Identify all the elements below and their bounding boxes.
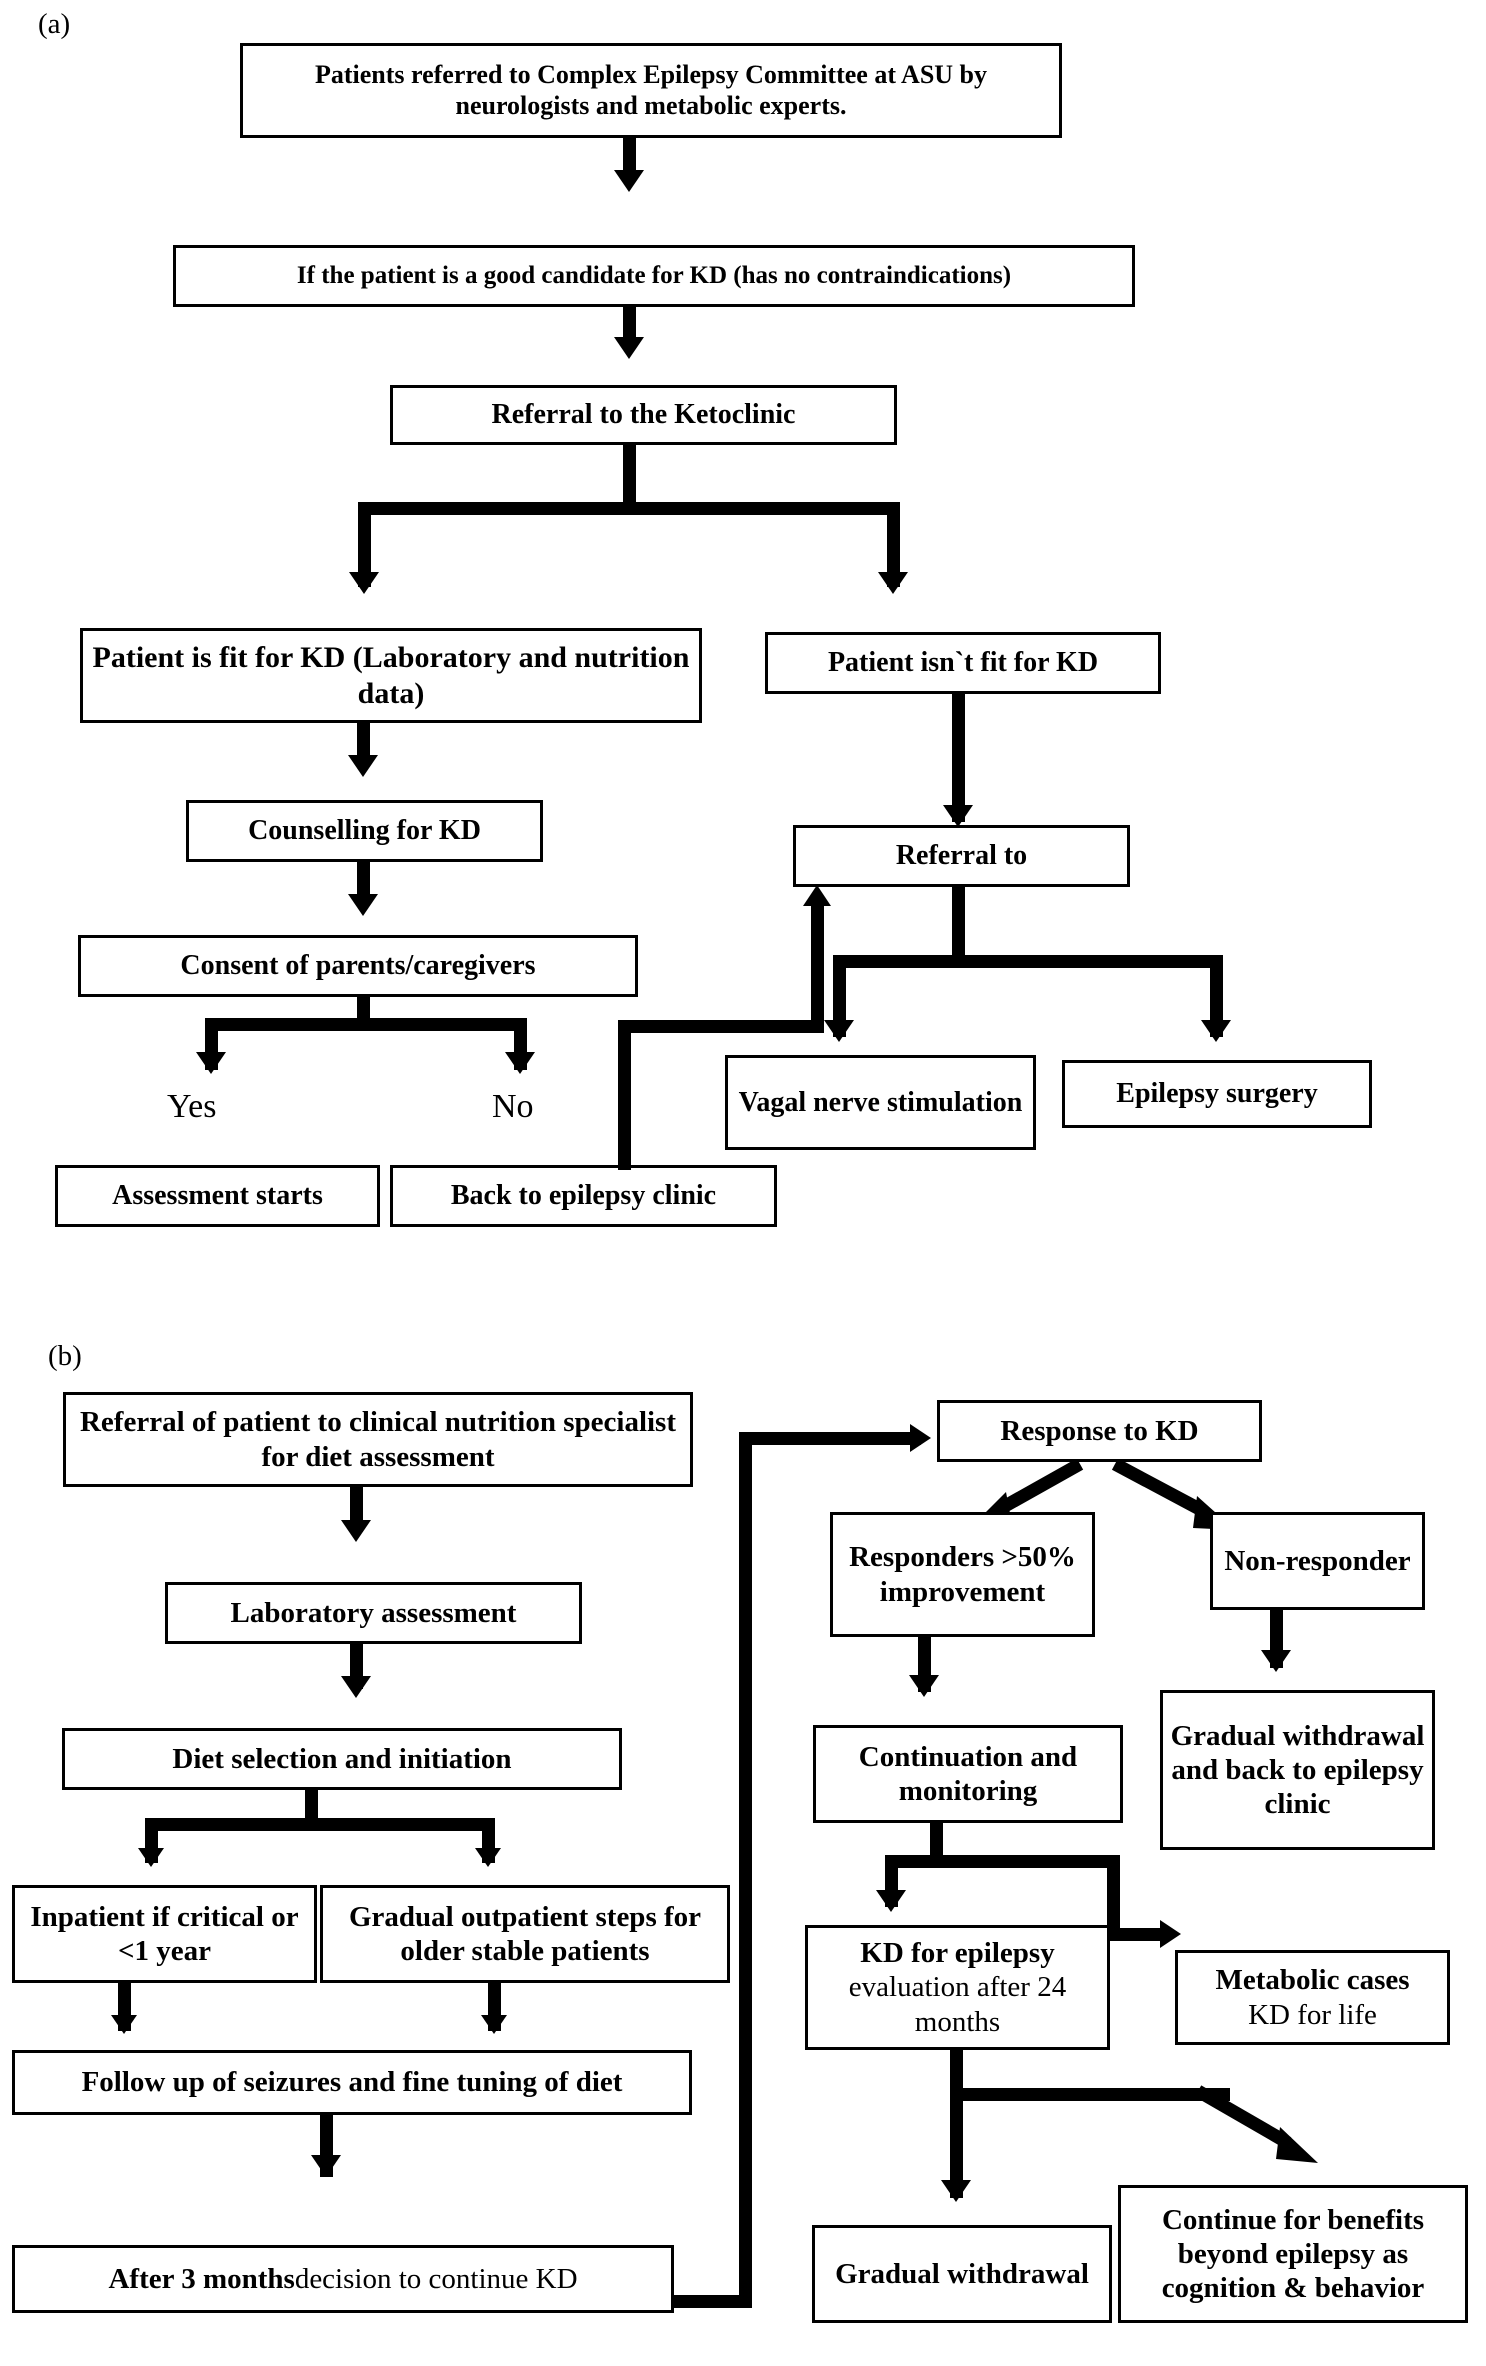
connector-b7-loop-top [739, 1432, 921, 1445]
connector-b11-right-drop [1107, 1855, 1120, 1940]
node-response-to-kd: Response to KD [937, 1400, 1262, 1462]
connector-b7-loop-riser [739, 1432, 752, 2308]
node-metabolic-cases-sub: KD for life [1248, 1998, 1377, 2031]
connector-a1-a2 [623, 138, 636, 178]
connector-b13-split-stem [950, 2050, 963, 2100]
node-good-candidate: If the patient is a good candidate for K… [173, 245, 1135, 307]
arrow-a5-a7 [943, 805, 973, 827]
arrow-a3-a5 [878, 572, 908, 594]
connector-a7-left-drop [833, 955, 846, 1037]
arrow-b7-to-b8 [910, 1424, 931, 1452]
arrow-a3-a4 [349, 572, 379, 594]
node-responders-improvement: Responders >50% improvement [830, 1512, 1095, 1637]
connector-a12-to-a7-horiz [618, 1020, 823, 1033]
connector-b7-loop-bottom [674, 2295, 752, 2308]
node-inpatient-critical: Inpatient if critical or <1 year [12, 1885, 317, 1983]
node-epilepsy-surgery: Epilepsy surgery [1062, 1060, 1372, 1128]
connector-a6-a8 [357, 862, 370, 904]
connector-a7-split-bar [833, 955, 1223, 968]
connector-a5-a7 [952, 694, 965, 822]
node-referral-nutrition-specialist: Referral of patient to clinical nutritio… [63, 1392, 693, 1487]
arrow-a8-no [505, 1052, 535, 1074]
node-diet-selection-initiation: Diet selection and initiation [62, 1728, 622, 1790]
edge-label-no: No [492, 1088, 534, 1125]
arrow-b3-b5 [475, 1848, 501, 1867]
arrow-a4-a6 [348, 755, 378, 777]
arrow-b10-b12 [1261, 1650, 1291, 1672]
node-kd-for-epilepsy-title: KD for epilepsy [860, 1937, 1055, 1970]
node-patients-referred: Patients referred to Complex Epilepsy Co… [240, 43, 1062, 138]
node-referral-ketoclinic: Referral to the Ketoclinic [390, 385, 897, 445]
arrow-a2-a3 [614, 337, 644, 359]
connector-b13-left-drop [950, 2088, 963, 2198]
arrow-b2-b3 [341, 1676, 371, 1698]
connector-a8-split-bar [205, 1018, 527, 1031]
arrow-b13-b16 [1194, 2085, 1318, 2163]
connector-b13-split-bar [950, 2088, 1230, 2101]
node-gradual-withdrawal-back-clinic: Gradual withdrawal and back to epilepsy … [1160, 1690, 1435, 1850]
arrow-b4-b6 [111, 2015, 137, 2034]
connector-b11-split-stem [930, 1823, 943, 1865]
connector-a4-a6 [357, 723, 370, 765]
node-follow-up-seizures: Follow up of seizures and fine tuning of… [12, 2050, 692, 2115]
connector-a3-right-drop [887, 502, 900, 587]
node-kd-for-epilepsy-sub: evaluation after 24 months [848, 1971, 1067, 2038]
connector-a7-up-riser [811, 905, 824, 1033]
node-after-3-months-bold: After 3 months [108, 2262, 295, 2295]
arrow-b6-b7 [311, 2155, 341, 2177]
node-consent-parents: Consent of parents/caregivers [78, 935, 638, 997]
node-continue-for-benefits: Continue for benefits beyond epilepsy as… [1118, 2185, 1468, 2323]
connector-a7-split-stem [952, 887, 965, 965]
arrow-b11-b13 [876, 1890, 906, 1912]
arrow-b9-b11 [909, 1675, 939, 1697]
arrow-a7-a10 [1201, 1020, 1231, 1042]
arrow-b13-b15 [941, 2180, 971, 2202]
arrow-b5-b6 [481, 2015, 507, 2034]
node-laboratory-assessment: Laboratory assessment [165, 1582, 582, 1644]
node-non-responder: Non-responder [1210, 1512, 1425, 1610]
arrow-b3-b4 [138, 1848, 164, 1867]
connector-a7-right-drop [1210, 955, 1223, 1037]
node-after-3-months: After 3 months decision to continue KD [12, 2245, 674, 2313]
connector-a3-split-stem [623, 445, 636, 510]
connector-a3-left-drop [358, 502, 371, 587]
arrow-a1-a2 [614, 170, 644, 192]
connector-a3-split-bar [358, 502, 900, 515]
arrow-a12-to-a7 [803, 885, 831, 906]
node-referral-to: Referral to [793, 825, 1130, 887]
node-counselling-for-kd: Counselling for KD [186, 800, 543, 862]
node-back-to-epilepsy-clinic: Back to epilepsy clinic [390, 1165, 777, 1227]
arrow-a6-a8 [348, 894, 378, 916]
node-metabolic-cases-title: Metabolic cases [1215, 1964, 1410, 1997]
node-fit-for-kd: Patient is fit for KD (Laboratory and nu… [80, 628, 702, 723]
node-gradual-withdrawal: Gradual withdrawal [812, 2225, 1112, 2323]
arrow-a8-yes [196, 1052, 226, 1074]
edge-label-yes: Yes [167, 1088, 217, 1125]
connector-b11-to-b14 [1107, 1928, 1169, 1941]
node-metabolic-cases: Metabolic cases KD for life [1175, 1950, 1450, 2045]
arrow-b11-b14 [1160, 1920, 1181, 1948]
connector-b11-split-bar [885, 1855, 1120, 1868]
node-gradual-outpatient-steps: Gradual outpatient steps for older stabl… [320, 1885, 730, 1983]
arrow-a7-a9 [824, 1020, 854, 1042]
node-assessment-starts: Assessment starts [55, 1165, 380, 1227]
node-continuation-monitoring: Continuation and monitoring [813, 1725, 1123, 1823]
connector-b3-split-bar [145, 1818, 495, 1831]
node-kd-for-epilepsy: KD for epilepsy evaluation after 24 mont… [805, 1925, 1110, 2050]
node-after-3-months-rest: decision to continue KD [294, 2262, 578, 2295]
node-not-fit-for-kd: Patient isn`t fit for KD [765, 632, 1161, 694]
node-vagal-nerve-stimulation: Vagal nerve stimulation [725, 1055, 1036, 1150]
panel-label-b: (b) [48, 1340, 82, 1372]
arrow-b1-b2 [341, 1520, 371, 1542]
panel-label-a: (a) [38, 8, 71, 40]
connector-a12-to-a7-vert [618, 1020, 631, 1170]
